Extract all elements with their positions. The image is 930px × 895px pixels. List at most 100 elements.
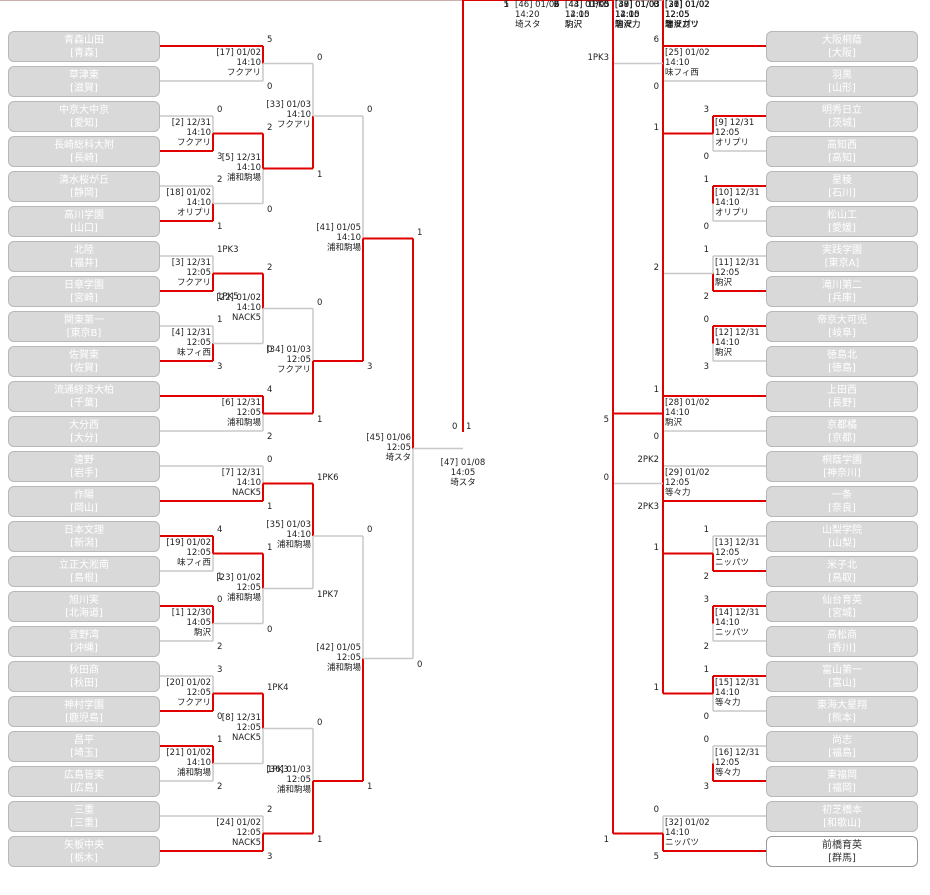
team-name: 前橋育英 (822, 840, 862, 851)
team-box[interactable]: 広島皆実[広島] (8, 766, 160, 797)
team-box[interactable]: 滝川第二[兵庫] (766, 276, 918, 307)
team-box[interactable]: 実践学園[東京A] (766, 241, 918, 272)
team-box[interactable]: 北陸[福井] (8, 241, 160, 272)
team-box[interactable]: 上田西[長野] (766, 381, 918, 412)
team-box[interactable]: 松山工[愛媛] (766, 206, 918, 237)
team-box[interactable]: 大阪桐蔭[大阪] (766, 31, 918, 62)
team-box[interactable]: 立正大淞南[島根] (8, 556, 160, 587)
team-box[interactable]: 矢板中央[栃木] (8, 836, 160, 867)
team-box[interactable]: 三重[三重] (8, 801, 160, 832)
team-box[interactable]: 星稜[石川] (766, 171, 918, 202)
team-box[interactable]: 旭川実[北海道] (8, 591, 160, 622)
team-box[interactable]: 東海大星翔[熊本] (766, 696, 918, 727)
team-box[interactable]: 遠野[岩手] (8, 451, 160, 482)
team-box[interactable]: 米子北[鳥取] (766, 556, 918, 587)
team-box[interactable]: 桐蔭学園[神奈川] (766, 451, 918, 482)
team-box[interactable]: 仙台育英[宮城] (766, 591, 918, 622)
match-score: 1 (267, 502, 273, 512)
team-box[interactable]: 秋田商[秋田] (8, 661, 160, 692)
match-no: [10] 12/31 (715, 187, 760, 198)
team-box[interactable]: 前橋育英[群馬] (766, 836, 918, 867)
team-box[interactable]: 東福岡[福岡] (766, 766, 918, 797)
team-box[interactable]: 高松商[香川] (766, 626, 918, 657)
final-score: 1 (466, 422, 472, 432)
team-box[interactable]: 初芝橋本[和歌山] (766, 801, 918, 832)
team-box[interactable]: 大分西[大分] (8, 416, 160, 447)
team-box[interactable]: 高知西[高知] (766, 136, 918, 167)
team-box[interactable]: 佐賀東[佐賀] (8, 346, 160, 377)
team-box[interactable]: 高川学園[山口] (8, 206, 160, 237)
match-no: [35] 01/03 (266, 520, 311, 530)
team-box[interactable]: 一条[奈良] (766, 486, 918, 517)
team-box[interactable]: 徳島北[徳島] (766, 346, 918, 377)
team-box[interactable]: 清水桜が丘[静岡] (8, 171, 160, 202)
team-box[interactable]: 神村学園[鹿児島] (8, 696, 160, 727)
team-box[interactable]: 日章学園[宮崎] (8, 276, 160, 307)
team-box[interactable]: 明秀日立[茨城] (766, 101, 918, 132)
team-box[interactable]: 中京大中京[愛知] (8, 101, 160, 132)
team-box[interactable]: 羽黒[山形] (766, 66, 918, 97)
team-box[interactable]: 流通経済大柏[千葉] (8, 381, 160, 412)
team-box[interactable]: 関東第一[東京B] (8, 311, 160, 342)
team-box[interactable]: 昌平[埼玉] (8, 731, 160, 762)
team-box[interactable]: 山梨学院[山梨] (766, 521, 918, 552)
team-box[interactable]: 草津東[滋賀] (8, 66, 160, 97)
team-box[interactable]: 宜野湾[沖縄] (8, 626, 160, 657)
team-box[interactable]: 京都橘[京都] (766, 416, 918, 447)
team-box[interactable]: 富山第一[富山] (766, 661, 918, 692)
team-box[interactable]: 帝京大可児[岐阜] (766, 311, 918, 342)
team-box[interactable]: 青森山田[青森] (8, 31, 160, 62)
team-box[interactable]: 日本文理[新潟] (8, 521, 160, 552)
team-box[interactable]: 作陽[岡山] (8, 486, 160, 517)
team-box[interactable]: 長崎総科大附[長崎] (8, 136, 160, 167)
team-box[interactable]: 尚志[福島] (766, 731, 918, 762)
